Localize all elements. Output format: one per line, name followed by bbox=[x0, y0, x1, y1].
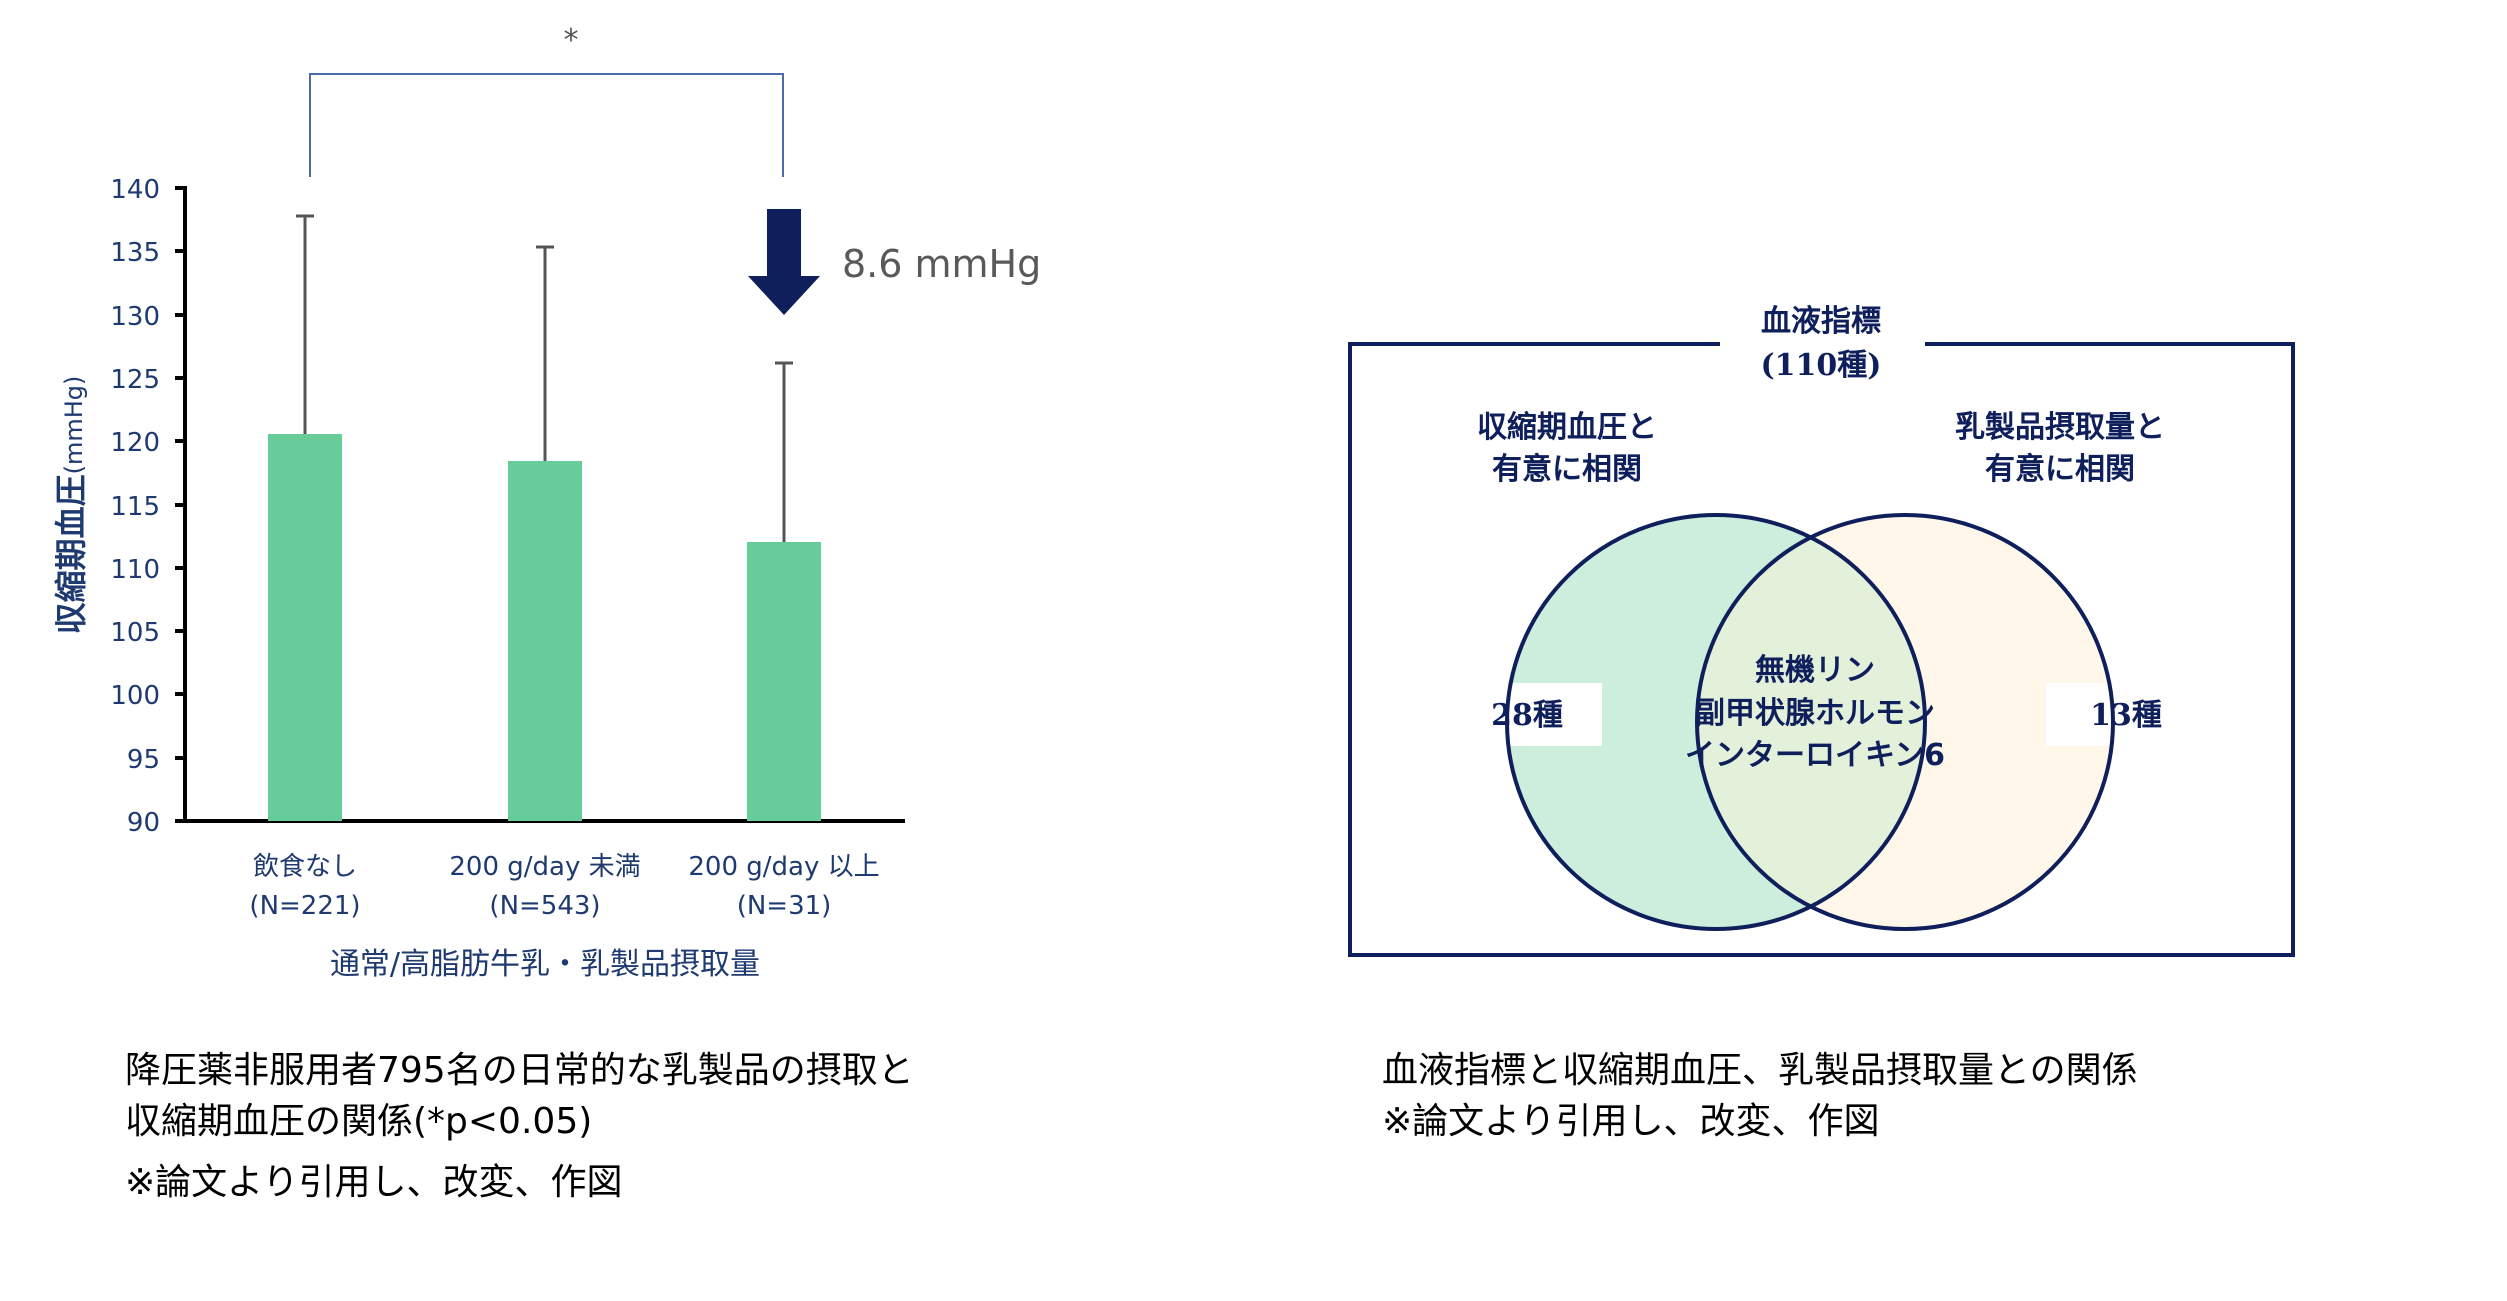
left-caption-line-3: ※論文より引用し、改変、作図 bbox=[125, 1162, 623, 1203]
bars bbox=[268, 434, 821, 821]
svg-text:有意に相関: 有意に相関 bbox=[1985, 452, 2135, 487]
venn-diagram: 血液指標 (110種) 収縮期血圧と 有意に相関 乳製品摂取量と 有意に相関 2… bbox=[1348, 304, 2295, 957]
right-only-count: 13種 bbox=[2090, 698, 2162, 733]
x-axis-title: 通常/高脂肪牛乳・乳製品摂取量 bbox=[330, 947, 760, 982]
down-arrow-icon bbox=[748, 209, 820, 315]
error-bars bbox=[296, 214, 793, 542]
svg-text:90: 90 bbox=[127, 808, 160, 838]
left-caption-line-1: 降圧薬非服用者795名の日常的な乳製品の摂取と bbox=[125, 1050, 914, 1091]
svg-text:120: 120 bbox=[110, 428, 160, 458]
svg-text:収縮期血圧と: 収縮期血圧と bbox=[1477, 410, 1657, 445]
venn-intersection bbox=[1697, 515, 1925, 929]
y-axis-title: 収縮期血圧(mmHg) bbox=[52, 376, 90, 635]
right-count-box bbox=[2046, 683, 2165, 746]
difference-label: 8.6 mmHg bbox=[842, 242, 1041, 286]
y-tick-labels: 140 135 130 125 120 115 110 105 100 95 9… bbox=[110, 175, 160, 838]
svg-text:125: 125 bbox=[110, 365, 160, 395]
bar-no-intake bbox=[268, 434, 342, 821]
svg-text:200 g/day 以上: 200 g/day 以上 bbox=[688, 852, 879, 882]
venn-frame bbox=[1348, 342, 2295, 957]
svg-text:収縮期血圧(mmHg): 収縮期血圧(mmHg) bbox=[52, 376, 90, 635]
venn-title: 血液指標 bbox=[1761, 304, 1881, 339]
venn-set-labels: 収縮期血圧と 有意に相関 乳製品摂取量と 有意に相関 bbox=[1477, 410, 2165, 487]
left-count-box bbox=[1478, 683, 1602, 746]
bar-chart: * 140 135 130 125 120 115 110 105 100 95… bbox=[52, 23, 1041, 982]
svg-text:無機リン: 無機リン bbox=[1755, 653, 1875, 688]
svg-text:100: 100 bbox=[110, 681, 160, 711]
svg-text:130: 130 bbox=[110, 302, 160, 332]
svg-text:110: 110 bbox=[110, 555, 160, 585]
svg-text:インターロイキン6: インターロイキン6 bbox=[1685, 738, 1945, 773]
svg-text:飲食なし: 飲食なし bbox=[253, 852, 357, 882]
svg-text:95: 95 bbox=[127, 745, 160, 775]
svg-text:(N=543): (N=543) bbox=[489, 891, 600, 921]
svg-text:(N=221): (N=221) bbox=[249, 891, 360, 921]
significance-asterisk: * bbox=[564, 23, 579, 58]
right-caption-line-1: 血液指標と収縮期血圧、乳製品摂取量との関係 bbox=[1382, 1050, 2138, 1091]
y-ticks bbox=[175, 186, 185, 823]
right-caption-line-2: ※論文より引用し、改変、作図 bbox=[1382, 1101, 1880, 1142]
bar-over-200 bbox=[747, 542, 821, 821]
svg-text:105: 105 bbox=[110, 618, 160, 648]
svg-text:乳製品摂取量と: 乳製品摂取量と bbox=[1955, 410, 2165, 445]
svg-text:115: 115 bbox=[110, 492, 160, 522]
left-only-count: 28種 bbox=[1491, 698, 1563, 733]
svg-text:副甲状腺ホルモン: 副甲状腺ホルモン bbox=[1695, 696, 1935, 731]
svg-text:200 g/day 未満: 200 g/day 未満 bbox=[449, 852, 640, 882]
venn-intersection-items: 無機リン 副甲状腺ホルモン インターロイキン6 bbox=[1685, 653, 1945, 773]
svg-text:135: 135 bbox=[110, 238, 160, 268]
svg-text:140: 140 bbox=[110, 175, 160, 205]
svg-text:有意に相関: 有意に相関 bbox=[1492, 452, 1642, 487]
bar-under-200 bbox=[508, 461, 582, 821]
significance-bracket bbox=[309, 73, 784, 177]
svg-text:(N=31): (N=31) bbox=[737, 891, 832, 921]
venn-subtitle: (110種) bbox=[1760, 348, 1881, 383]
left-caption-line-2: 収縮期血圧の関係(*p<0.05) bbox=[125, 1101, 593, 1142]
x-category-labels: 飲食なし (N=221) 200 g/day 未満 (N=543) 200 g/… bbox=[249, 852, 879, 921]
